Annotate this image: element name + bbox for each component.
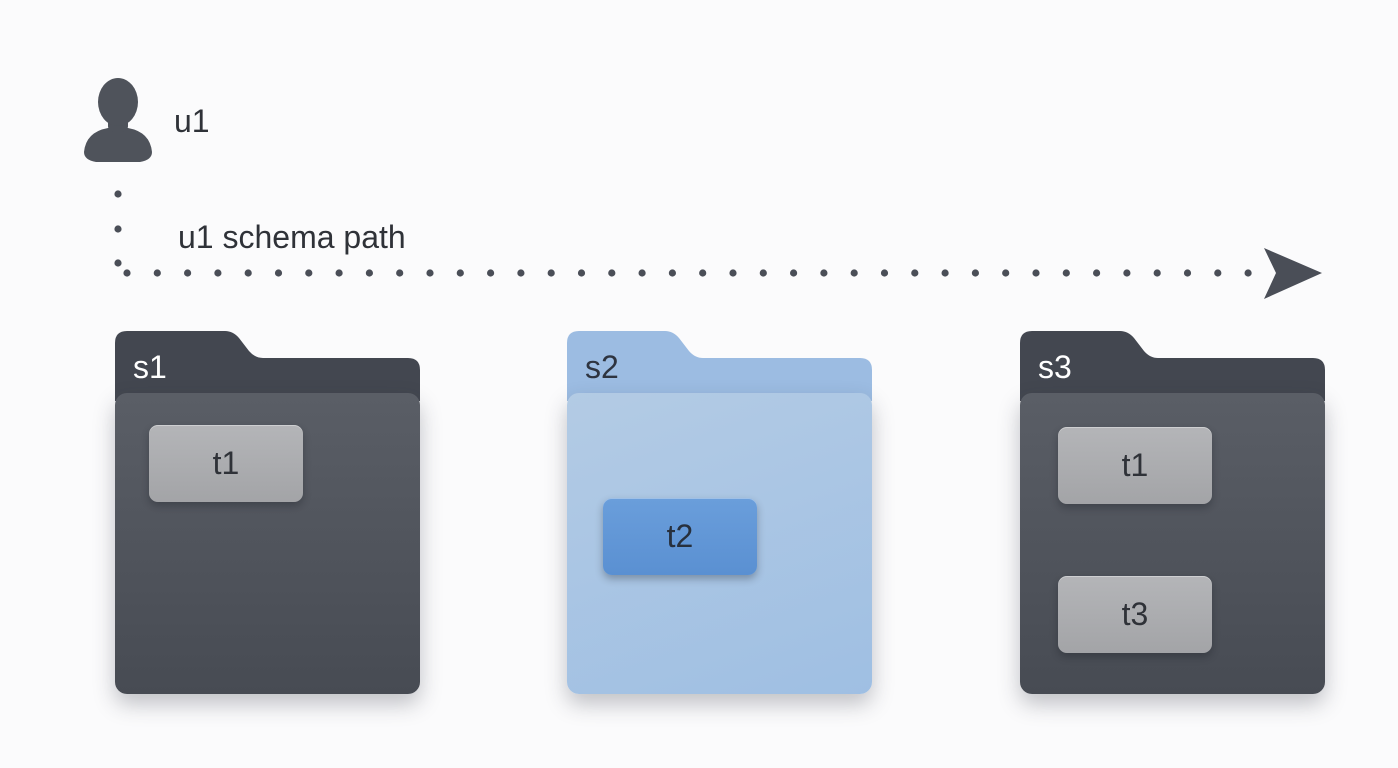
path-dot	[114, 190, 122, 198]
path-dot	[547, 269, 555, 277]
table-t2[interactable]: t2	[603, 498, 757, 575]
table-t1[interactable]: t1	[149, 425, 303, 502]
path-dot	[577, 269, 586, 277]
schema-folder-s1[interactable]: s1 t1	[115, 331, 420, 694]
path-dot	[759, 269, 767, 277]
path-dot	[971, 269, 980, 277]
path-dot	[114, 225, 122, 233]
path-dot	[244, 269, 252, 277]
path-dot	[1244, 269, 1252, 277]
path-dot	[911, 269, 919, 277]
path-dot	[850, 269, 858, 277]
path-dot	[396, 269, 404, 277]
user-label: u1	[174, 103, 210, 139]
path-dot	[880, 269, 889, 277]
path-dot	[1032, 269, 1040, 277]
table-t3[interactable]: t3	[1058, 576, 1212, 653]
path-dot	[487, 269, 495, 277]
path-dot	[214, 269, 222, 277]
user-icon	[84, 78, 152, 162]
path-dot	[153, 269, 161, 277]
path-dot	[608, 269, 616, 277]
path-dot	[1062, 269, 1070, 277]
path-dot	[1214, 269, 1222, 277]
folder-tab	[567, 331, 872, 401]
path-dot	[184, 269, 192, 277]
path-dot	[699, 269, 707, 277]
schema-folder-s2[interactable]: s2 t2	[567, 331, 872, 694]
path-dot	[335, 269, 343, 277]
path-dot	[305, 269, 313, 277]
table-t1[interactable]: t1	[1058, 427, 1212, 504]
path-dot	[1093, 269, 1101, 277]
schema-path-label: u1 schema path	[178, 219, 406, 255]
schema-path-dots	[114, 190, 1252, 277]
path-dot	[456, 269, 464, 277]
path-dot	[426, 269, 434, 277]
path-dot	[123, 269, 131, 277]
schema-name: s3	[1038, 349, 1072, 385]
folder-tab	[1020, 331, 1325, 401]
path-dot	[1002, 269, 1010, 277]
arrow-right-icon	[1264, 248, 1322, 299]
path-dot	[1153, 269, 1161, 277]
schema-name: s2	[585, 349, 619, 385]
path-dot	[638, 269, 646, 277]
path-dot	[1123, 269, 1131, 277]
schema-folder-s3[interactable]: s3 t1 t3	[1020, 331, 1325, 694]
path-dot	[820, 269, 828, 277]
schema-name: s1	[133, 349, 167, 385]
path-dot	[365, 269, 373, 277]
path-dot	[790, 269, 798, 277]
path-dot	[114, 259, 122, 267]
folder-tab	[115, 331, 420, 401]
path-dot	[668, 269, 677, 277]
path-dot	[274, 269, 283, 277]
path-dot	[517, 269, 525, 277]
path-dot	[941, 269, 949, 277]
path-dot	[729, 269, 737, 277]
path-dot	[1183, 269, 1192, 277]
